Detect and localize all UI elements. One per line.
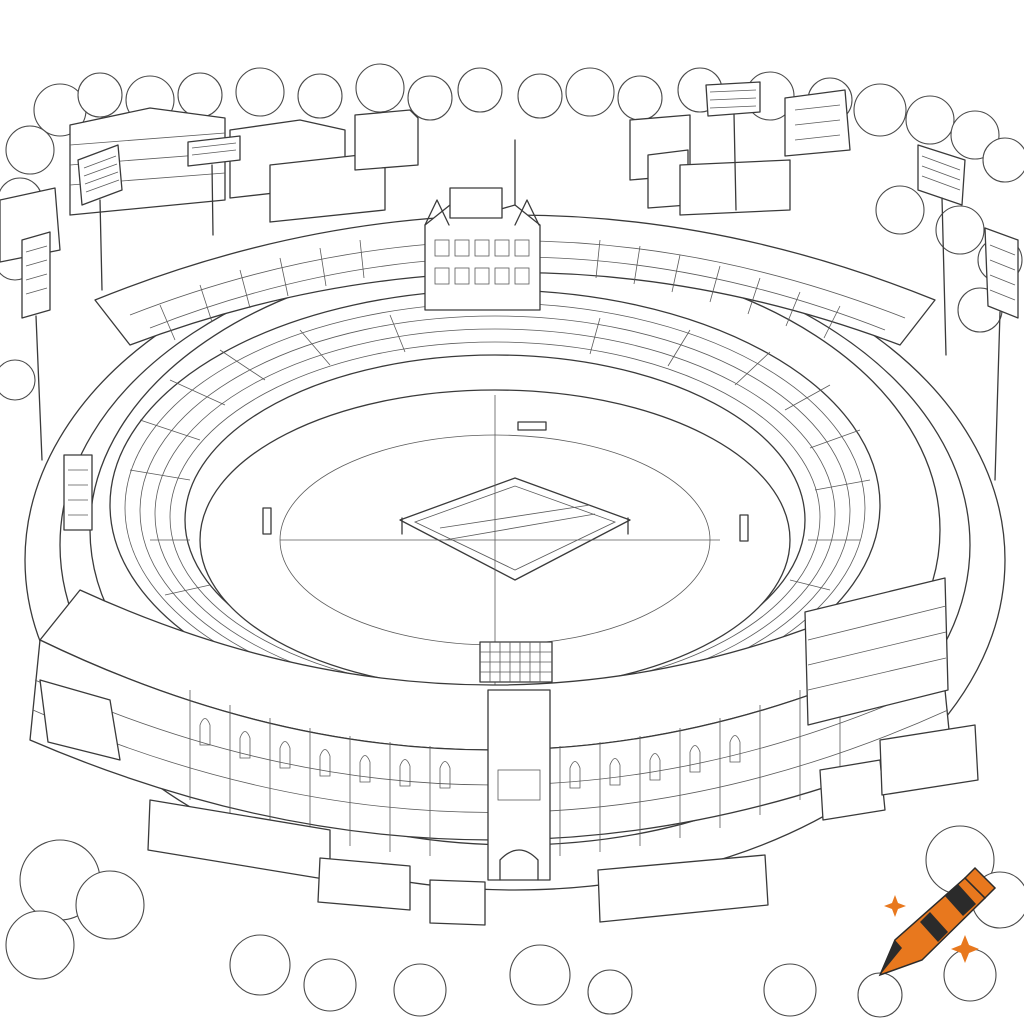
floodlight-4	[705, 81, 761, 211]
floodlight-3	[21, 231, 51, 461]
floodlight-5	[917, 144, 966, 356]
floodlight-2	[187, 135, 241, 236]
floodlight-towers	[21, 81, 1019, 481]
stumps	[401, 517, 629, 535]
floodlight-6	[984, 227, 1019, 481]
scoreboard	[63, 454, 553, 683]
background-trees	[0, 63, 1024, 401]
sight-screens	[262, 421, 749, 542]
floodlight-1	[77, 144, 123, 291]
sparkle-icon	[884, 895, 979, 963]
foreground-trees	[5, 825, 1024, 1018]
central-pavilion	[424, 139, 541, 311]
pitch-square	[399, 477, 631, 581]
side-buildings	[39, 577, 979, 926]
crayon-icon	[878, 866, 997, 977]
front-facade	[29, 589, 951, 881]
facade-arched-windows	[199, 718, 741, 789]
main-entrance	[487, 689, 551, 881]
upper-stands	[94, 214, 936, 346]
